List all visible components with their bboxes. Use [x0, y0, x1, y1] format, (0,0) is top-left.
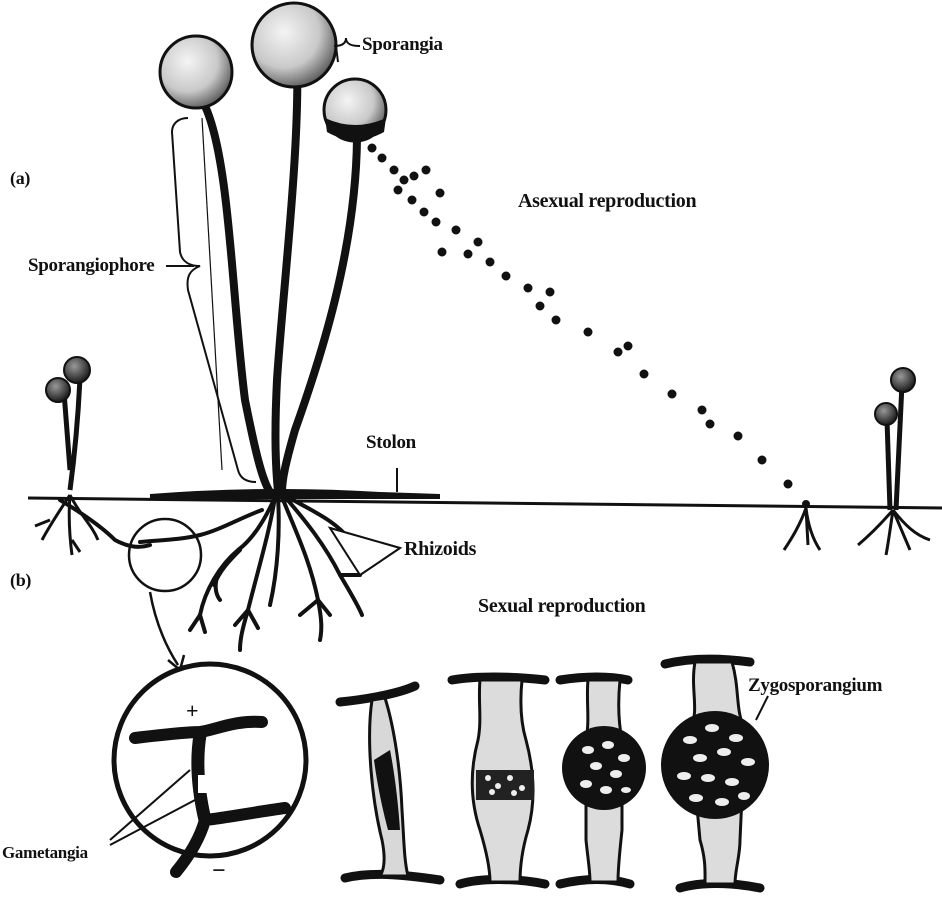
- label-minus-sign: −: [212, 858, 225, 885]
- sporangiophore-bracket: [166, 118, 256, 482]
- panel-label-a: (a): [10, 168, 30, 189]
- label-zygosporangium: Zygosporangium: [748, 675, 882, 697]
- zygospore-stage-2: [452, 677, 545, 884]
- label-gametangia: Gametangia: [2, 843, 88, 863]
- sporangia-pointer: [334, 38, 360, 62]
- label-stolon: Stolon: [366, 432, 416, 454]
- label-sexual-reproduction: Sexual reproduction: [478, 595, 645, 618]
- panel-label-b: (b): [10, 570, 31, 591]
- label-rhizoids: Rhizoids: [404, 538, 476, 561]
- main-rhizoids: [60, 497, 362, 650]
- label-plus-sign: +: [186, 698, 198, 724]
- zygospore-stage-1: [340, 686, 440, 880]
- label-asexual-reproduction: Asexual reproduction: [518, 190, 696, 213]
- sporangia-heads: [160, 3, 386, 141]
- right-small-mold: [784, 368, 930, 555]
- label-sporangiophore: Sporangiophore: [28, 255, 154, 277]
- zygospore-stage-3: [560, 677, 646, 884]
- rhizoids-pointer: [330, 528, 400, 575]
- gametangia-detail: [110, 664, 306, 872]
- left-small-mold: [35, 357, 98, 555]
- label-sporangia: Sporangia: [362, 34, 443, 56]
